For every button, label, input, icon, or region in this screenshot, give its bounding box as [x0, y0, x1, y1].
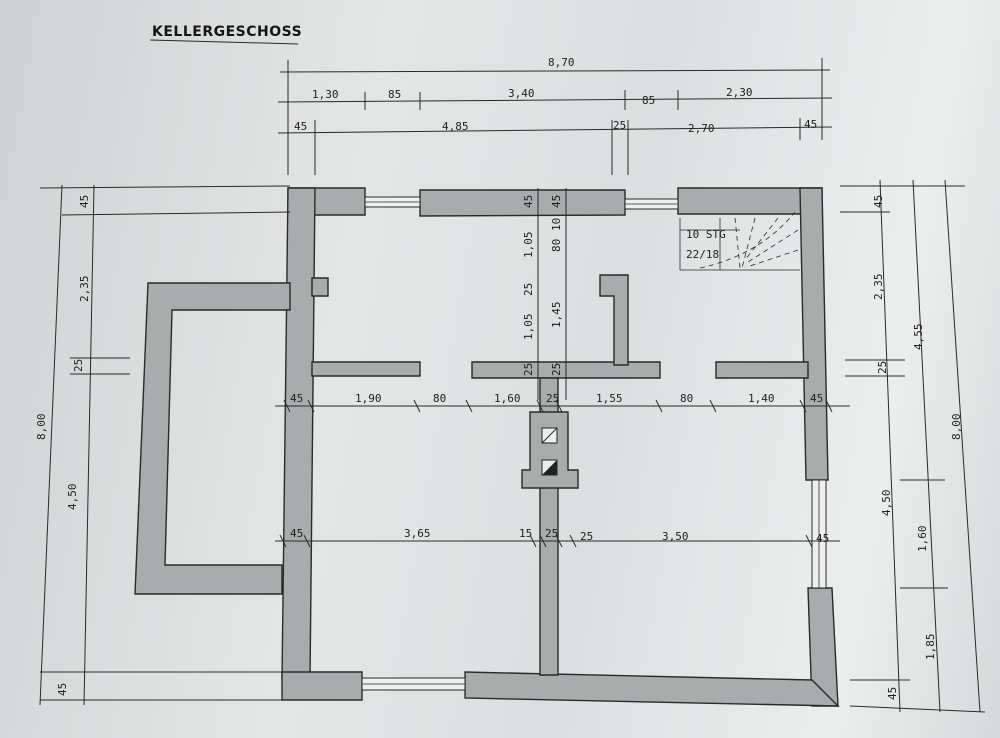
dim-top-r2-5: 2,30: [726, 86, 753, 99]
dim-r1-8: 1,40: [748, 392, 775, 405]
stair-ratio-label: 22/18: [686, 248, 719, 261]
dim-r2-1: 45: [290, 527, 303, 540]
windows: [361, 196, 827, 691]
dim-r1-7: 80: [680, 392, 693, 405]
dim-v-4: 80: [550, 239, 563, 252]
wall-stub: [599, 274, 629, 366]
dim-r2-6: 3,50: [662, 530, 689, 543]
wall-bottom-left: [281, 671, 363, 701]
dim-v-2: 45: [550, 195, 563, 208]
dim-r2-3: 15: [519, 527, 532, 540]
dim-left-a: 45: [78, 195, 91, 208]
dim-top-r3-4: 2,70: [688, 122, 715, 135]
dim-left-overall: 8,00: [35, 414, 48, 441]
plan-title: KELLERGESCHOSS: [152, 24, 302, 40]
dim-right-c: 25: [876, 361, 889, 374]
dim-left-d: 4,50: [66, 484, 79, 511]
dim-right-sub1: 4,55: [912, 324, 925, 351]
dim-top-r2-2: 85: [388, 88, 401, 101]
dim-r2-4: 25: [545, 527, 558, 540]
pier-left: [311, 277, 329, 297]
wall-annex: [134, 282, 291, 595]
right-dimensions: [840, 179, 986, 713]
chimney: [521, 411, 579, 489]
wall-right-upper: [799, 187, 829, 481]
wall-left: [281, 187, 316, 681]
dim-right-d: 4,50: [880, 490, 893, 517]
title-underline: [149, 39, 299, 45]
dim-r1-3: 80: [433, 392, 446, 405]
dim-r1-5: 25: [546, 392, 559, 405]
dim-top-r3-1: 45: [294, 120, 307, 133]
dim-top-r2-4: 85: [642, 94, 655, 107]
dim-r1-1: 45: [290, 392, 303, 405]
dim-v-7: 1,05: [522, 314, 535, 341]
dim-v-9: 25: [522, 363, 535, 376]
dim-v-1: 45: [522, 195, 535, 208]
top-dimensions: [277, 58, 833, 175]
dim-v-8: 1,45: [550, 302, 563, 329]
dim-top-overall: 8,70: [548, 56, 575, 69]
dim-left-c: 25: [72, 359, 85, 372]
dim-right-sub3: 1,85: [924, 634, 937, 661]
dim-left-b: 2,35: [78, 276, 91, 303]
dim-v-3: 1,05: [522, 232, 535, 259]
dim-right-a: 45: [872, 195, 885, 208]
dim-top-r2-1: 1,30: [312, 88, 339, 101]
dim-r2-7: 45: [816, 532, 829, 545]
dim-top-r3-2: 4,85: [442, 120, 469, 133]
wall-mid-right: [715, 361, 809, 379]
dim-r1-9: 45: [810, 392, 823, 405]
walls: [134, 187, 840, 707]
dim-left-e: 45: [56, 683, 69, 696]
dim-top-r3-3: 25: [613, 119, 626, 132]
dim-r1-6: 1,55: [596, 392, 623, 405]
flue-1-diagonal: [541, 427, 558, 444]
wall-bottom-right: [464, 671, 840, 707]
dim-r1-2: 1,90: [355, 392, 382, 405]
dim-v-6: 25: [522, 283, 535, 296]
dim-r2-2: 3,65: [404, 527, 431, 540]
dim-right-sub2: 1,60: [916, 526, 929, 553]
dim-v-5: 10: [550, 218, 563, 231]
dim-r2-5: 25: [580, 530, 593, 543]
dim-right-e: 45: [886, 687, 899, 700]
dim-r1-4: 1,60: [494, 392, 521, 405]
dim-v-10: 25: [550, 363, 563, 376]
dim-top-r3-5: 45: [804, 118, 817, 131]
dim-right-overall: 8,00: [950, 414, 963, 441]
flue-2-fill: [542, 460, 557, 475]
wall-mid-left: [311, 361, 421, 377]
staircase: [679, 211, 800, 271]
dimension-ticks: [279, 399, 833, 548]
dim-top-r2-3: 3,40: [508, 87, 535, 100]
left-dimensions: [39, 184, 291, 706]
stair-steps-label: 10 STG: [686, 228, 726, 241]
dim-right-b: 2,35: [872, 274, 885, 301]
